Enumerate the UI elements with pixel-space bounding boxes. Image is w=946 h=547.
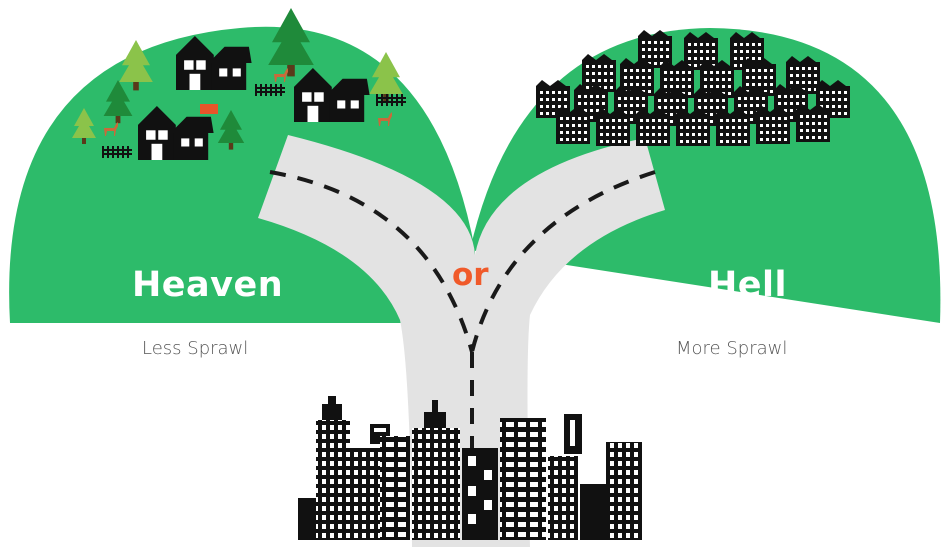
- apartment-block-icon: [676, 108, 710, 146]
- apartment-block-icon: [716, 108, 750, 146]
- suburb-scene: [72, 8, 406, 160]
- or-connector: or: [452, 257, 489, 293]
- skyscraper-icon: [298, 498, 316, 540]
- apartment-block-icon: [796, 104, 830, 142]
- apartment-block-icon: [756, 106, 790, 144]
- skyscraper-icon: [462, 448, 498, 540]
- apartment-block-icon: [684, 32, 718, 70]
- hell-subtitle: More Sprawl: [676, 338, 788, 359]
- skyscraper-icon: [580, 484, 606, 540]
- hell-label: Hell: [708, 265, 788, 305]
- road-centerline-right: [470, 170, 656, 353]
- apartment-block-icon: [596, 108, 630, 146]
- heaven-subtitle: Less Sprawl: [142, 338, 249, 359]
- city-skyline: [298, 396, 642, 540]
- heaven-label: Heaven: [132, 265, 284, 305]
- tractor-icon: [200, 104, 218, 114]
- apartment-block-icon: [636, 108, 670, 146]
- road: [258, 135, 665, 547]
- apartment-block-icon: [556, 106, 590, 144]
- road-centerline-left: [269, 170, 474, 353]
